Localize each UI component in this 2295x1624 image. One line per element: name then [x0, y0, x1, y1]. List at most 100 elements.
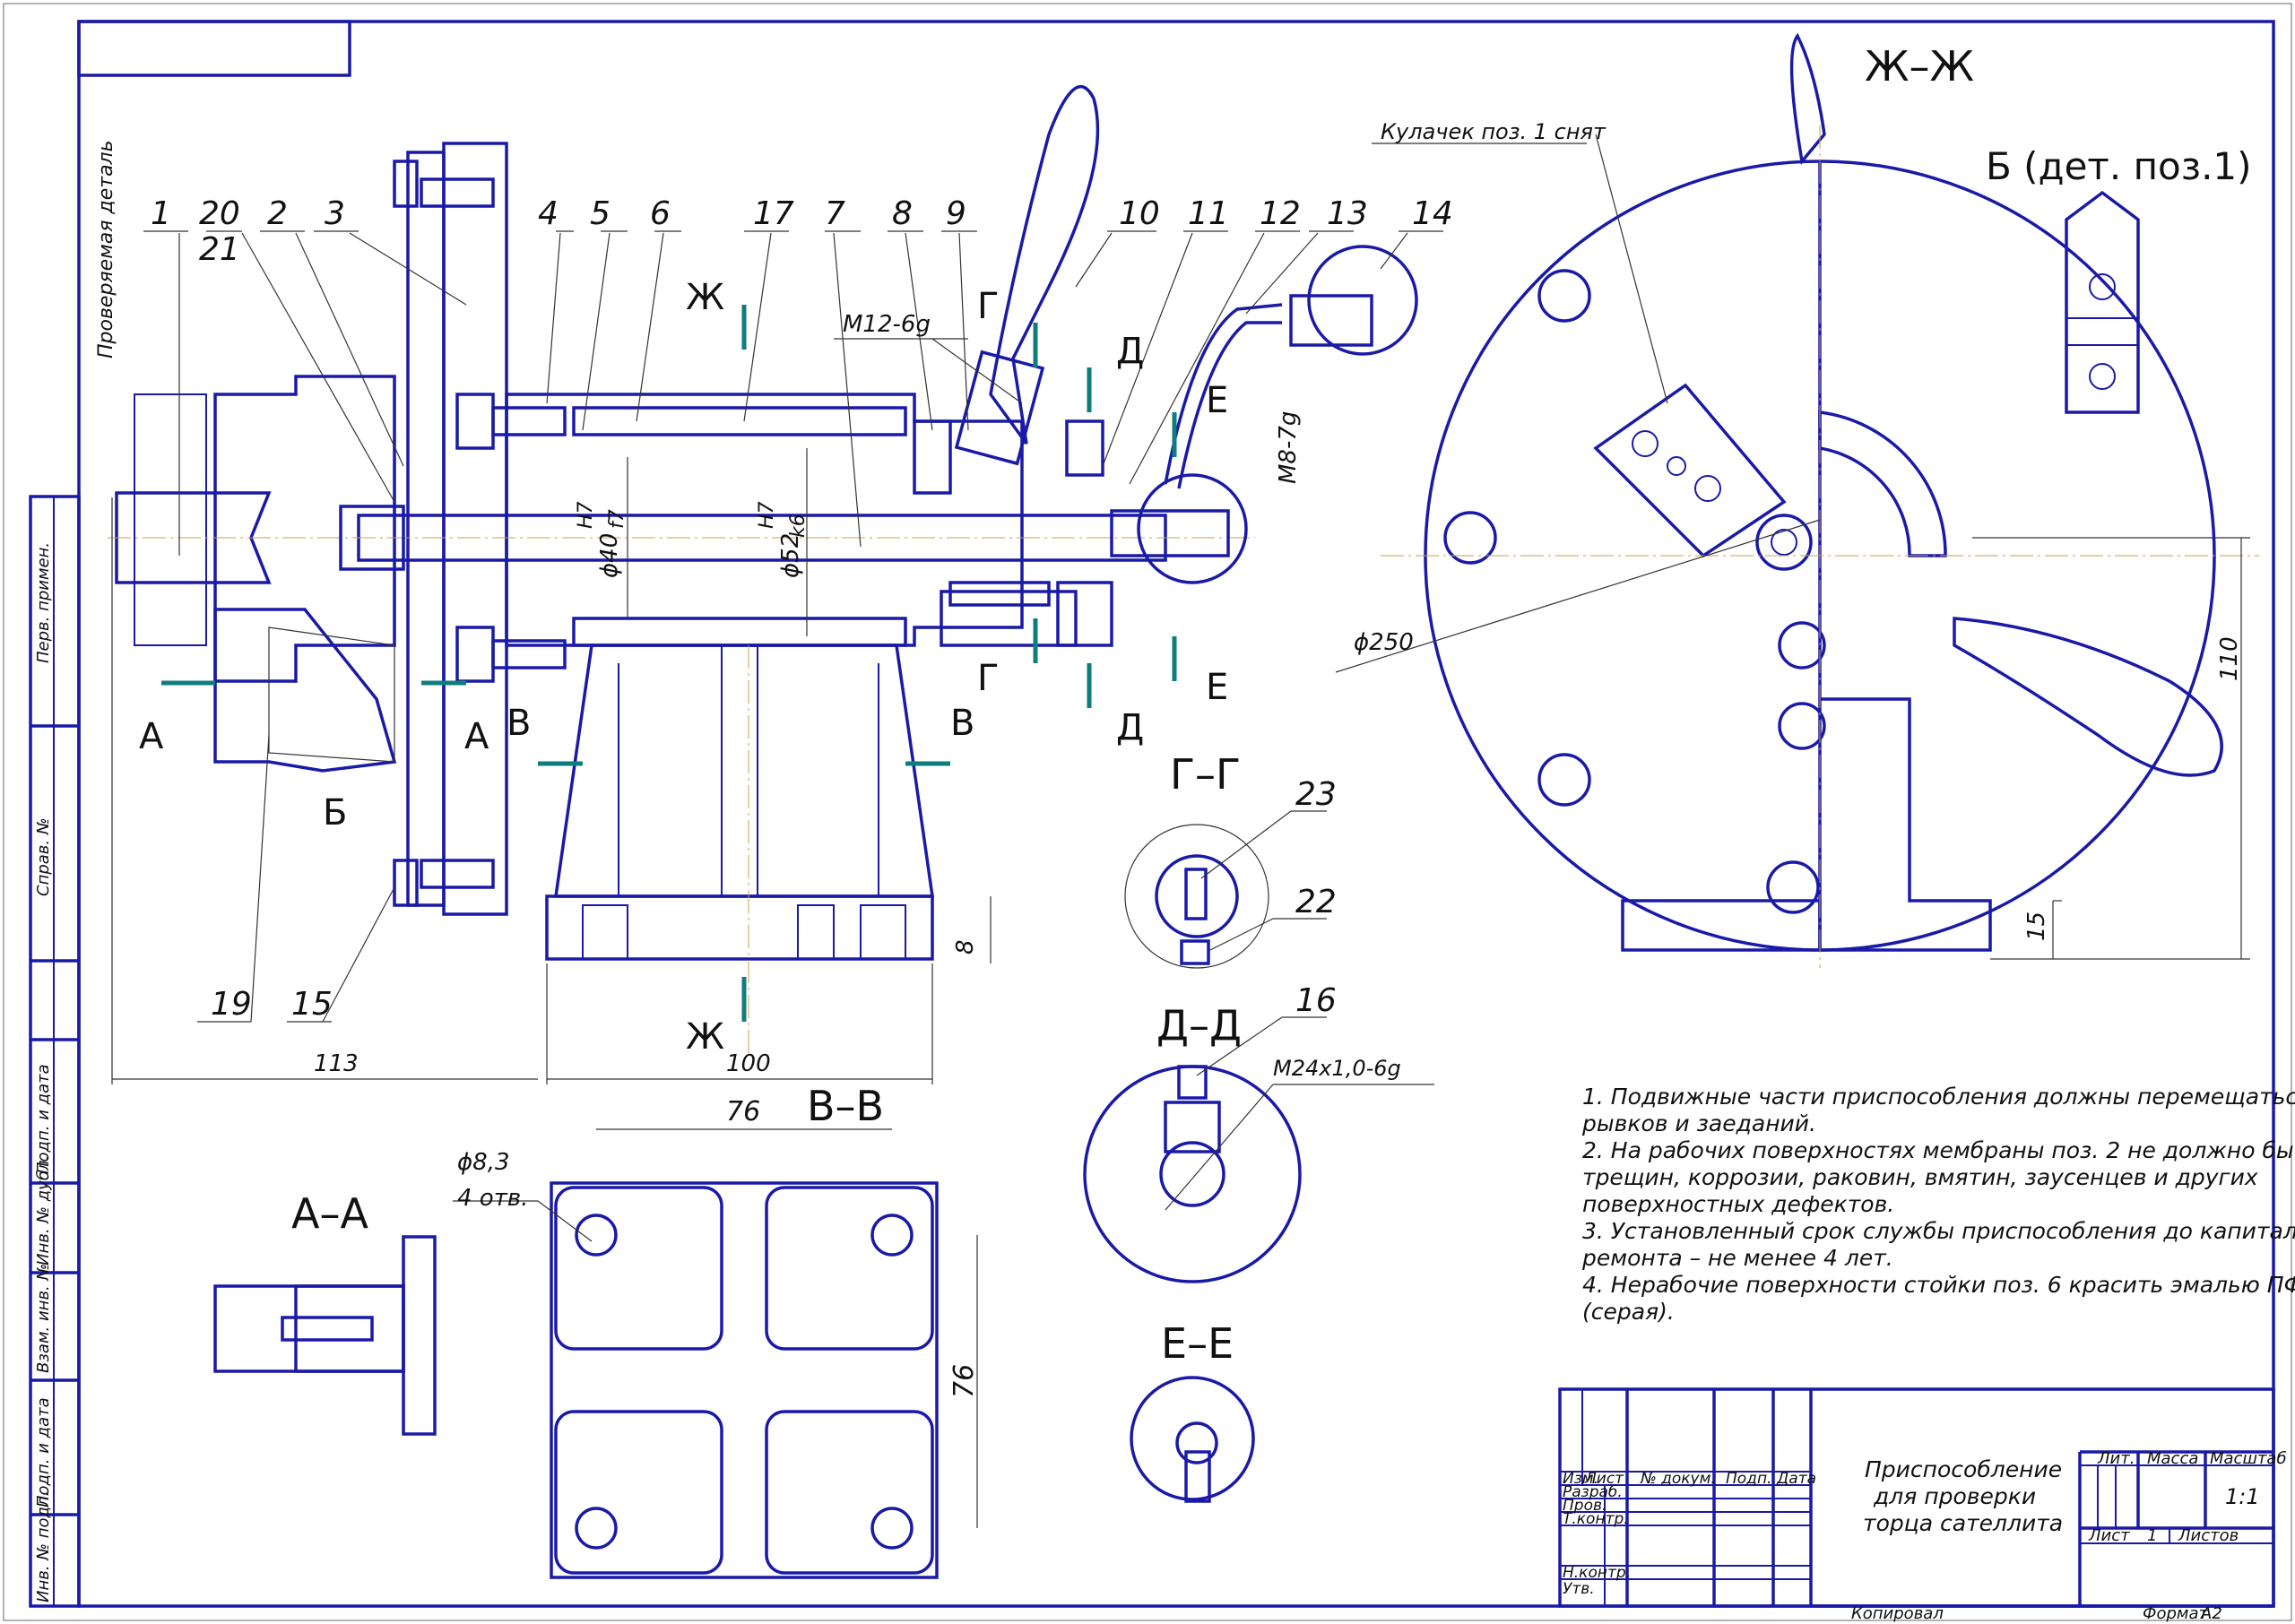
checked-part-label: Проверяемая деталь	[95, 140, 117, 358]
tb-col-doc: № докум.	[1640, 1470, 1716, 1488]
title-block: Изм. Лист № докум. Подп. Дата Разраб. Пр…	[1558, 1387, 2287, 1623]
pos-label: 9	[946, 195, 966, 232]
tb-format-val: А2	[2200, 1604, 2222, 1623]
pos-label: 17	[753, 195, 794, 232]
tb-col-list: Лист	[1584, 1470, 1624, 1488]
mark-a-left: А	[139, 716, 164, 757]
tb-razrab: Разраб.	[1563, 1483, 1623, 1501]
pos-label: 15	[291, 986, 333, 1023]
dim-d40-f7: f7	[606, 509, 628, 529]
side-stamp: Перв. примен. Справ. № Подп. и дата Инв.…	[29, 495, 81, 1608]
dim-d40: ϕ40	[596, 533, 623, 578]
section-zh-view	[1335, 32, 2259, 968]
pos-label: 11	[1188, 195, 1229, 232]
position-labels: 1 20 21 2 3 4 5 6 17 7 8 9 10 11 12 13 1…	[151, 195, 1453, 1023]
dim-holes: 4 отв.	[457, 1185, 528, 1212]
section-title-e: Е–Е	[1161, 1319, 1234, 1368]
cut-lines	[161, 305, 1177, 1022]
mark-v-right: В	[950, 703, 974, 744]
tb-col-izm: Изм.	[1563, 1470, 1598, 1488]
dim-m12: M12-6g	[843, 311, 931, 338]
section-d-d-view	[1083, 1065, 1302, 1283]
pos-label: 12	[1260, 195, 1301, 232]
tb-masshtab: Масштаб	[2210, 1449, 2287, 1468]
flange-3	[442, 142, 508, 916]
section-g-g-view	[1124, 824, 1269, 969]
mark-g-bottom: Г	[977, 658, 999, 699]
mark-zh-bottom: Ж	[686, 1016, 724, 1058]
handle-10	[989, 85, 1100, 445]
stamp-sprav-no: Справ. №	[34, 817, 53, 896]
mark-e-top: Е	[1206, 380, 1228, 421]
note-line: 1. Подвижные части приспособления должны…	[1582, 1084, 2295, 1110]
dim-d52: ϕ52	[777, 533, 804, 578]
note-line: рывков и заеданий.	[1581, 1110, 1816, 1136]
tb-sheet: Лист	[2088, 1526, 2130, 1545]
pos-label: 19	[211, 986, 252, 1023]
stand-6	[553, 644, 935, 898]
section-title-d: Д–Д	[1156, 1001, 1242, 1050]
mark-zh-top: Ж	[686, 277, 724, 318]
section-a-a-view	[213, 1235, 437, 1436]
dim-100: 100	[726, 1050, 771, 1077]
dim-d52-k6: k6	[787, 514, 810, 538]
tb-col-podp: Подп.	[1726, 1470, 1771, 1488]
pos-label: 3	[325, 195, 345, 232]
stamp-podp-data-2: Подп. и дата	[34, 1397, 53, 1507]
note-line: (серая).	[1582, 1299, 1675, 1325]
tb-nkontr: Н.контр.	[1563, 1564, 1631, 1582]
dim-m8: M8-7g	[1275, 411, 1302, 484]
mark-b: Б	[323, 792, 347, 834]
pos-label: 5	[590, 195, 611, 232]
technical-notes: 1. Подвижные части приспособления должны…	[1581, 1084, 2295, 1325]
dim-110: 110	[2216, 636, 2243, 681]
note-line: 4. Нерабочие поверхности стойки поз. 6 к…	[1582, 1272, 2295, 1298]
tb-prov: Пров.	[1563, 1497, 1606, 1515]
dim-d83: ϕ8,3	[457, 1149, 510, 1176]
dim-m24: M24x1,0-6g	[1273, 1056, 1401, 1081]
mark-e-bottom: Е	[1206, 667, 1228, 708]
stamp-inv-podl: Инв. № подл.	[34, 1491, 53, 1602]
pos-label: 21	[199, 231, 240, 268]
pos-label: 6	[650, 195, 671, 232]
tb-scale: 1:1	[2225, 1484, 2260, 1509]
note-line: поверхностных дефектов.	[1582, 1191, 1894, 1217]
note-line: 2. На рабочих поверхностях мембраны поз.…	[1582, 1137, 2295, 1163]
dim-d250: ϕ250	[1354, 629, 1414, 656]
pos-label: 16	[1295, 982, 1337, 1019]
pos-label: 10	[1119, 195, 1160, 232]
checked-part	[134, 393, 207, 646]
pos-label: 8	[892, 195, 913, 232]
section-title-v: В–В	[807, 1082, 884, 1130]
leader-lines	[143, 143, 1587, 1242]
tb-col-data: Дата	[1776, 1470, 1816, 1488]
tb-sheets: Листов	[2178, 1526, 2239, 1545]
tb-tkontr: Т.контр.	[1563, 1510, 1629, 1528]
pos-label: 2	[267, 195, 288, 232]
note-line: ремонта – не менее 4 лет.	[1581, 1245, 1893, 1271]
tb-title-l2: для проверки	[1873, 1483, 2036, 1509]
dim-8: 8	[952, 939, 979, 955]
cam-removed-note: Кулачек поз. 1 снят	[1381, 119, 1606, 144]
tb-format: Формат	[2143, 1604, 2209, 1623]
stand-base	[545, 894, 934, 961]
pos-label: 4	[538, 195, 559, 232]
main-assembly-view	[108, 85, 1418, 1084]
dim-d40-h7: H7	[575, 501, 597, 529]
pos-label: 14	[1412, 195, 1453, 232]
pos-label: 13	[1327, 195, 1368, 232]
section-title-g: Г–Г	[1170, 750, 1241, 799]
stamp-podp-data-1: Подп. и дата	[34, 1064, 53, 1174]
note-line: трещин, коррозии, раковин, вмятин, заусе…	[1582, 1164, 2258, 1190]
tb-utv: Утв.	[1563, 1580, 1595, 1598]
tb-lit: Лит.	[2097, 1449, 2135, 1468]
stamp-inv-dubl: Инв. № дубл.	[34, 1155, 53, 1266]
tb-massa: Масса	[2147, 1449, 2198, 1468]
detail-b-view	[2065, 190, 2140, 414]
stamp-vzam-inv: Взам. инв. №	[34, 1264, 53, 1373]
pos-label: 23	[1295, 776, 1337, 813]
note-line: 3. Установленный срок службы приспособле…	[1582, 1218, 2295, 1244]
pos-label: 22	[1295, 884, 1337, 920]
tb-sheet-no: 1	[2147, 1526, 2157, 1545]
dim-76-horizontal: 76	[726, 1096, 760, 1127]
